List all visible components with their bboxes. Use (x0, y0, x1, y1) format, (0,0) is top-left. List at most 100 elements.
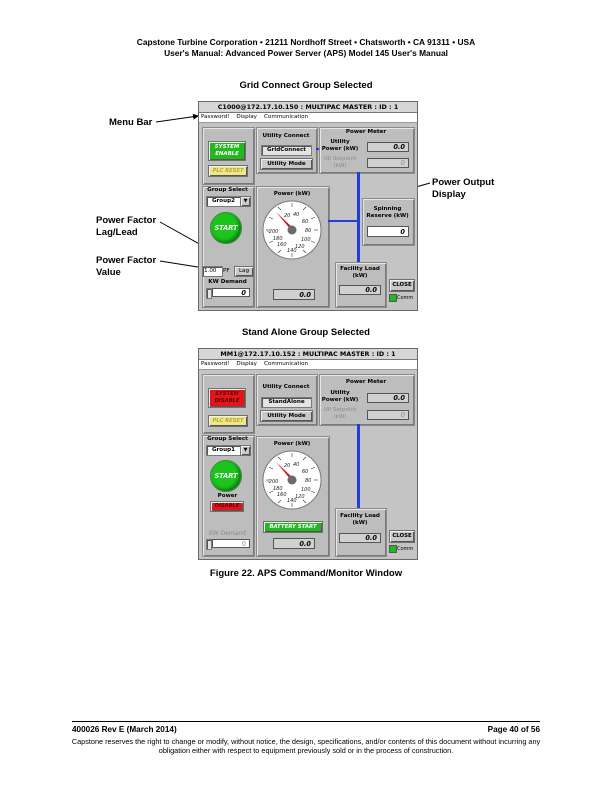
gauge-tick-80: 80 (305, 228, 311, 234)
menu-bar: Password! Display Communication (199, 360, 417, 370)
footer-doc-id: 400026 Rev E (March 2014) (72, 725, 177, 734)
menu-display[interactable]: Display (236, 114, 257, 120)
footer-page-number: Page 40 of 56 (487, 725, 540, 734)
bus-line (357, 172, 360, 262)
aps-window-stand-alone: MM1@172.17.10.152 : MULTIPAC MASTER : ID… (198, 348, 418, 560)
footer-disclaimer: Capstone reserves the right to change or… (71, 737, 541, 755)
close-button[interactable]: CLOSE (389, 530, 415, 543)
pf-lag-lead-button[interactable]: Lag (234, 266, 254, 277)
gauge-tick-marks (266, 203, 318, 257)
plc-reset-button[interactable]: PLC RESET (208, 415, 248, 427)
kw-demand-label: KW Demand (208, 279, 247, 285)
header-line-1: Capstone Turbine Corporation • 21211 Nor… (136, 37, 476, 47)
gauge-tick-60: 60 (302, 219, 308, 225)
power-value: 0.0 (273, 538, 315, 549)
power-meter-label: Power Meter (345, 129, 387, 135)
utility-power-label: Utility Power (kW) (321, 390, 359, 403)
close-button[interactable]: CLOSE (389, 279, 415, 292)
menu-bar: Password! Display Communication (199, 113, 417, 123)
gauge-tick-140: 140 (287, 248, 297, 254)
bus-line (357, 424, 360, 508)
gauge-tick-neg200: -200 (267, 479, 278, 485)
power-kw-label: Power (kW) (273, 441, 311, 447)
utility-mode-button[interactable]: Utility Mode (260, 410, 313, 422)
uii-setpoint-value: 0 (367, 158, 409, 168)
kw-demand-value[interactable]: 0 (212, 288, 250, 297)
facility-load-label: Facility Load (kW) (340, 266, 380, 279)
window-title: MM1@172.17.10.152 : MULTIPAC MASTER : ID… (199, 349, 417, 360)
caption-stand-alone: Stand Alone Group Selected (242, 327, 370, 338)
menu-communication[interactable]: Communication (264, 361, 309, 367)
footer-rule (72, 721, 540, 722)
gauge-tick-20: 20 (284, 463, 290, 469)
pf-value-field[interactable]: 1.00 (202, 266, 223, 277)
kw-demand-spinner[interactable] (206, 539, 212, 550)
comm-indicator-icon (389, 545, 397, 553)
group-select-value[interactable]: Group1 (206, 445, 241, 456)
system-disable-button[interactable]: SYSTEM DISABLE (208, 388, 246, 408)
power-value: 0.0 (273, 289, 315, 300)
gauge-tick-160: 160 (277, 242, 287, 248)
figure-caption: Figure 22. APS Command/Monitor Window (209, 568, 403, 579)
gauge-tick-100: 100 (301, 237, 311, 243)
comm-label: Comm (397, 546, 414, 552)
callout-pf-value: Power Factor Value (96, 255, 157, 278)
plc-reset-button[interactable]: PLC RESET (208, 165, 248, 177)
group-select-label: Group Select (207, 436, 248, 442)
power-kw-label: Power (kW) (273, 191, 311, 197)
kw-demand-spinner[interactable] (206, 288, 212, 299)
spinning-reserve-value[interactable]: 0 (367, 226, 409, 237)
gauge-tick-100: 100 (301, 487, 311, 493)
power-gauge: 20 40 60 80 100 120 140 160 180 -200 (262, 200, 322, 260)
group-select-value[interactable]: Group2 (206, 196, 241, 207)
spinning-reserve-label: Spinning Reserve (kW) (366, 206, 409, 219)
utility-connect-label: Utility Connect (262, 133, 310, 139)
pf-label: PF (223, 268, 230, 274)
start-button[interactable]: START (210, 212, 242, 244)
menu-display[interactable]: Display (236, 361, 257, 367)
start-button[interactable]: START (210, 460, 242, 492)
gauge-tick-neg200: -200 (267, 229, 278, 235)
gauge-tick-180: 180 (273, 486, 283, 492)
callout-pf-lag-lead: Power Factor Lag/Lead (96, 215, 157, 238)
window-title: C1000@172.17.10.150 : MULTIPAC MASTER : … (199, 102, 417, 113)
uii-setpoint-value: 0 (367, 410, 409, 420)
kw-demand-label: KW Demand (208, 530, 246, 537)
kw-demand-value: 0 (212, 539, 250, 548)
utility-connect-value: StandAlone (261, 397, 312, 408)
header-line-2: User's Manual: Advanced Power Server (AP… (164, 48, 448, 58)
gauge-link-line (328, 220, 357, 222)
utility-mode-button[interactable]: Utility Mode (260, 158, 313, 170)
gauge-tick-120: 120 (295, 494, 305, 500)
system-enable-button[interactable]: SYSTEM ENABLE (208, 141, 246, 161)
spinning-reserve-panel (362, 198, 415, 246)
arrow-pf-value (159, 260, 205, 271)
utility-power-value: 0.0 (367, 393, 409, 403)
utility-connect-label: Utility Connect (262, 384, 310, 390)
battery-start-button[interactable]: BATTERY START (263, 521, 323, 533)
menu-password[interactable]: Password! (201, 114, 230, 120)
aps-window-grid-connect: C1000@172.17.10.150 : MULTIPAC MASTER : … (198, 101, 418, 311)
menu-communication[interactable]: Communication (264, 114, 309, 120)
gauge-hub (287, 225, 297, 235)
group-dropdown-arrow[interactable]: ▼ (240, 445, 251, 456)
utility-power-value: 0.0 (367, 142, 409, 152)
facility-load-value: 0.0 (339, 285, 381, 295)
gauge-tick-140: 140 (287, 498, 297, 504)
facility-load-panel (335, 508, 387, 557)
comm-label: Comm (397, 295, 414, 301)
gauge-hub (287, 475, 297, 485)
gauge-tick-160: 160 (277, 492, 287, 498)
gauge-tick-40: 40 (293, 212, 299, 218)
menu-password[interactable]: Password! (201, 361, 230, 367)
gauge-tick-marks (266, 453, 318, 507)
gauge-needle (276, 462, 293, 480)
power-meter-label: Power Meter (345, 379, 387, 385)
gauge-tick-80: 80 (305, 478, 311, 484)
group-dropdown-arrow[interactable]: ▼ (240, 196, 251, 207)
power-disable-button[interactable]: DISABLE (210, 501, 244, 512)
facility-load-value: 0.0 (339, 533, 381, 543)
gauge-tick-20: 20 (284, 213, 290, 219)
caption-grid-connect: Grid Connect Group Selected (239, 80, 373, 91)
comm-indicator-icon (389, 294, 397, 302)
